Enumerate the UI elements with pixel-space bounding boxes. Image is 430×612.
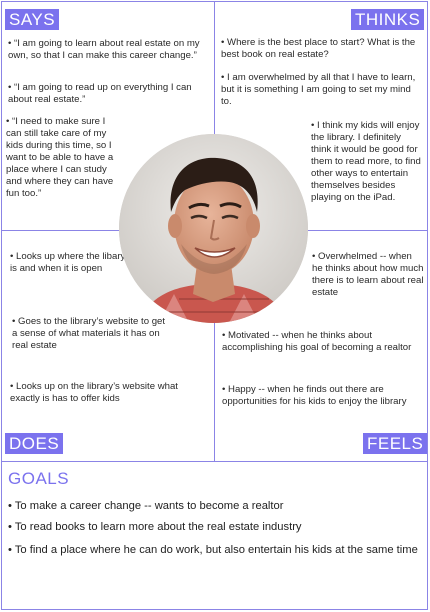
thinks-note-1: • Where is the best place to start? What… (221, 37, 416, 60)
goal-item-1: • To make a career change -- wants to be… (8, 500, 284, 512)
says-note-3: • “I need to make sure I can still take … (6, 116, 114, 199)
goal-item-3: • To find a place where he can do work, … (8, 544, 418, 556)
goals-divider (1, 461, 428, 462)
thinks-note-2: • I am overwhelmed by all that I have to… (221, 72, 416, 107)
goal-item-2: • To read books to learn more about the … (8, 521, 302, 533)
says-label: SAYS (5, 9, 60, 30)
thinks-note-3: • I think my kids will enjoy the library… (311, 120, 421, 203)
feels-note-2: • Motivated -- when he thinks about acco… (222, 330, 412, 353)
does-note-2: • Goes to the library’s website to get a… (12, 316, 166, 351)
feels-note-3: • Happy -- when he finds out there are o… (222, 384, 407, 407)
persona-photo (119, 134, 308, 323)
goals-title: GOALS (8, 469, 70, 488)
says-note-2: • “I am going to read up on everything I… (8, 82, 192, 105)
feels-label: FEELS (363, 433, 428, 454)
feels-note-1: • Overwhelmed -- when he thinks about ho… (312, 251, 424, 298)
does-label: DOES (5, 433, 64, 454)
says-note-1: • “I am going to learn about real estate… (8, 38, 200, 61)
does-note-1: • Looks up where the libary is and when … (10, 251, 126, 274)
does-note-3: • Looks up on the library’s website what… (10, 381, 178, 404)
thinks-label: THINKS (351, 9, 425, 30)
persona-portrait-illustration (119, 134, 308, 323)
